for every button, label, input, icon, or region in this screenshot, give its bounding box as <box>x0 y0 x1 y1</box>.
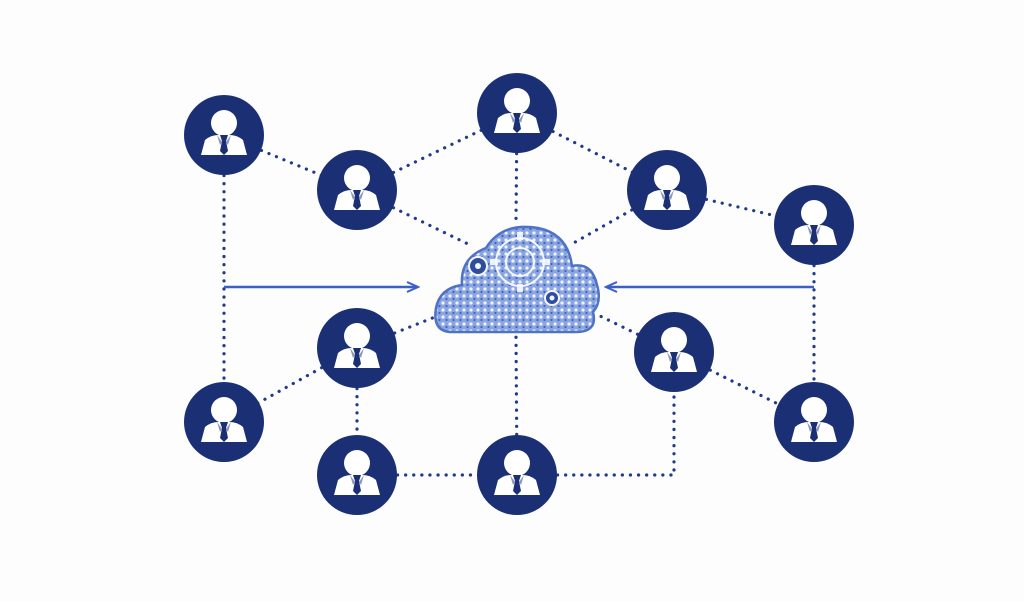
dotted-connector <box>568 188 669 247</box>
user-icon <box>627 150 707 230</box>
dotted-connector <box>355 111 519 192</box>
user-icon <box>184 95 264 175</box>
user-icon <box>317 308 397 388</box>
user-icon <box>774 185 854 265</box>
cloud-gears-icon <box>434 225 601 334</box>
dotted-connector <box>355 188 472 247</box>
user-icon <box>477 73 557 153</box>
user-icon <box>184 382 264 462</box>
user-icon <box>634 312 714 392</box>
user-icon <box>317 150 397 230</box>
user-icon <box>317 435 397 515</box>
user-icon <box>477 435 557 515</box>
user-icon <box>774 382 854 462</box>
